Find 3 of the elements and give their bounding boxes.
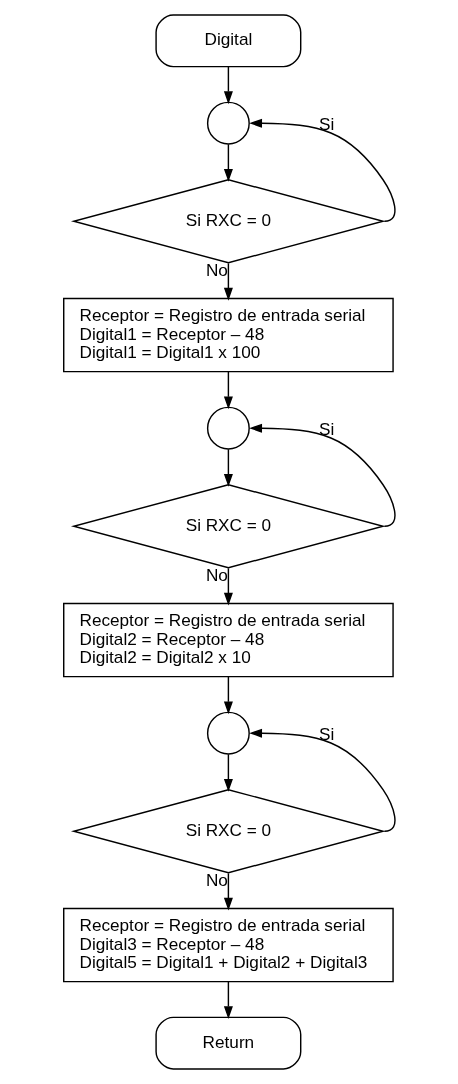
edge-label: Si — [318, 114, 334, 135]
edge-label: Si — [318, 724, 334, 745]
edge-label: Si — [318, 419, 334, 440]
